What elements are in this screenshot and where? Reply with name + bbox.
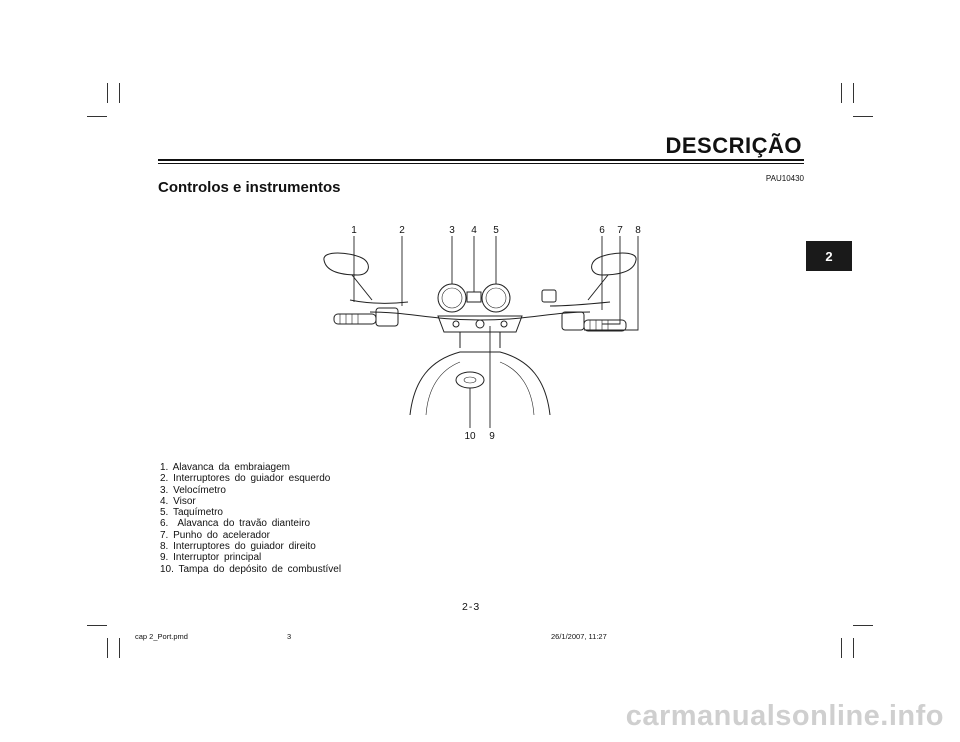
figure-legend: 1. Alavanca da embraiagem 2. Interruptor… — [160, 462, 341, 575]
legend-item: 10. Tampa do depósito de combustível — [160, 563, 342, 575]
callout-2: 2 — [399, 225, 405, 236]
legend-item: 4. Visor — [160, 495, 196, 507]
fuel-tank-cap — [455, 371, 485, 389]
legend-item: 8. Interruptores do guiador direito — [160, 541, 316, 553]
callout-10: 10 — [464, 431, 476, 442]
crop-mark — [119, 638, 120, 658]
header-rule-thin — [158, 163, 804, 164]
ignition-switch — [475, 319, 485, 329]
legend-item: 1. Alavanca da embraiagem — [160, 462, 290, 473]
right-switch-housing — [561, 311, 585, 331]
callout-8: 8 — [635, 225, 641, 236]
chapter-tab: 2 — [806, 241, 852, 271]
triple-clamp — [437, 315, 523, 333]
legend-item: 5. Taquímetro — [160, 507, 223, 519]
section-title: Controlos e instrumentos — [158, 179, 341, 196]
legend-item: 2. Interruptores do guiador esquerdo — [160, 473, 331, 485]
crop-mark — [841, 83, 842, 103]
footer-datetime: 26/1/2007, 11:27 — [551, 632, 607, 641]
legend-item: 7. Punho do acelerador — [160, 529, 270, 541]
brake-reservoir — [541, 289, 557, 303]
callout-9: 9 — [489, 431, 495, 442]
brake-lever — [549, 301, 611, 307]
crop-mark — [107, 83, 108, 103]
left-switch-housing — [375, 307, 399, 327]
chapter-title: DESCRIÇÃO — [665, 133, 802, 158]
footer-filename: cap 2_Port.pmd — [135, 632, 188, 641]
crop-mark — [853, 638, 854, 658]
crop-mark — [107, 638, 108, 658]
legend-item: 3. Velocímetro — [160, 484, 226, 496]
callout-6: 6 — [599, 225, 605, 236]
crop-mark — [87, 625, 107, 626]
left-mirror — [323, 252, 369, 276]
crop-mark — [853, 116, 873, 117]
crop-mark — [853, 625, 873, 626]
display-panel — [466, 291, 482, 303]
page-number: 2-3 — [462, 601, 481, 613]
crop-mark — [841, 638, 842, 658]
left-mirror-stem — [351, 274, 373, 301]
fuel-tank — [409, 351, 551, 416]
callout-leaders — [353, 236, 639, 428]
footer-sheet-number: 3 — [287, 632, 292, 641]
watermark: carmanualsonline.info — [625, 700, 944, 732]
crop-mark — [853, 83, 854, 103]
fork-tubes — [459, 332, 501, 348]
right-mirror — [591, 252, 637, 276]
callout-4: 4 — [471, 225, 477, 236]
header-rule — [158, 159, 804, 161]
legend-item: 6. Alavanca do travão dianteiro — [160, 518, 311, 530]
callout-5: 5 — [493, 225, 499, 236]
callout-3: 3 — [449, 225, 455, 236]
document-code: PAU10430 — [765, 174, 804, 183]
crop-mark — [119, 83, 120, 103]
crop-mark — [87, 116, 107, 117]
handlebar-illustration: 1 2 3 4 5 6 7 8 9 10 — [323, 225, 641, 442]
motorcycle-controls-figure: 1 2 3 4 5 6 7 8 9 10 — [310, 220, 650, 445]
legend-item: 9. Interruptor principal — [160, 552, 262, 564]
clutch-lever — [349, 299, 409, 304]
right-mirror-stem — [587, 274, 609, 301]
callout-1: 1 — [351, 225, 357, 236]
callout-7: 7 — [617, 225, 623, 236]
